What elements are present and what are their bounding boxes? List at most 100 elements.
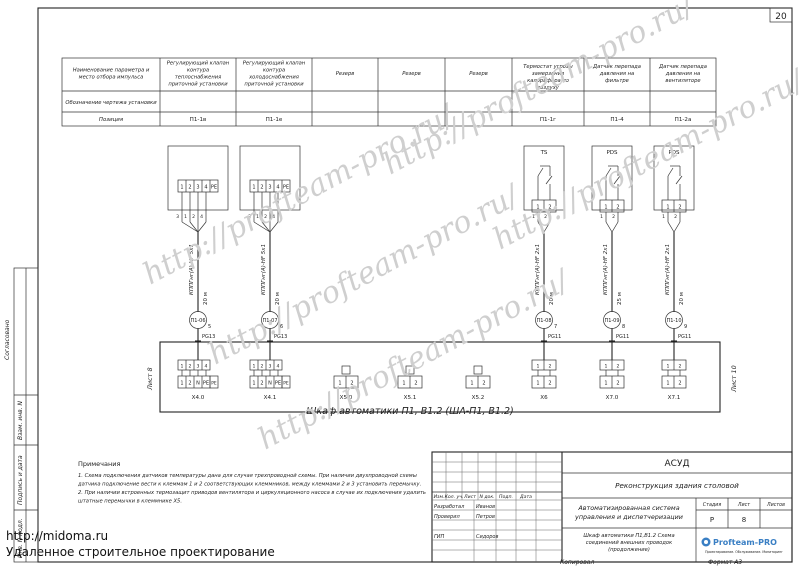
cable-type: КППГнг(А)-HF 2x1 bbox=[535, 244, 541, 295]
header-column-title: приточной установки bbox=[168, 82, 228, 88]
cabinet-terminal-label: N bbox=[268, 381, 272, 387]
device-terminal-number: 1 bbox=[666, 205, 669, 211]
wire-converge bbox=[197, 221, 207, 233]
title-code: АСУД bbox=[665, 459, 690, 469]
device-terminal-number: 1 bbox=[536, 205, 539, 211]
strip-replace-inv: Взам. инв. N bbox=[17, 401, 24, 440]
wire-converge bbox=[537, 221, 545, 233]
device-terminal-number: 1 bbox=[604, 205, 607, 211]
header-column-title: Резерв bbox=[336, 71, 355, 77]
cabinet-right-ref: Лист 10 bbox=[730, 365, 738, 393]
header-position-value: П1-1г bbox=[540, 117, 556, 123]
title-sheet: 8 bbox=[742, 516, 746, 524]
cabinet-entry-label: 2 bbox=[189, 364, 192, 370]
header-column-title: Датчик перепада bbox=[592, 64, 641, 70]
cabinet-terminal-label: 1 bbox=[338, 381, 341, 387]
title-stage-label: Стадия bbox=[703, 502, 722, 508]
device-terminal-number: 2 bbox=[616, 205, 619, 211]
cabinet-terminal-label: 1 bbox=[180, 381, 183, 387]
cable-tag: П1-10 bbox=[666, 318, 681, 324]
title-sheets-label: Листов bbox=[766, 502, 785, 508]
cabinet-terminal-name: X5.2 bbox=[472, 395, 485, 401]
cabinet-entry-label: 4 bbox=[205, 364, 208, 370]
pe-terminal bbox=[209, 375, 219, 389]
wire-converge bbox=[253, 221, 271, 233]
left-approval-strip: Согласовано Взам. инв. N Подпись и дата … bbox=[4, 267, 39, 563]
device-terminal-number: 3 bbox=[196, 185, 199, 191]
cable-type: КППГнг(А)-HF 2x1 bbox=[603, 244, 609, 295]
cable-number: 9 bbox=[684, 324, 687, 330]
sheet-number-box bbox=[769, 7, 793, 23]
cabinet-terminal-label: PE bbox=[283, 381, 289, 387]
cable-type: КППГнг(А)-HF 2x1 bbox=[665, 244, 671, 295]
strip-inv-number: Инв. N подл. bbox=[17, 518, 24, 558]
title-col-header: N док. bbox=[479, 494, 494, 500]
title-project: Реконструкция здания столовой bbox=[615, 481, 739, 490]
cabinet-terminal-name: X4.0 bbox=[192, 395, 205, 401]
title-sheet-label: Лист bbox=[737, 502, 750, 508]
notes-title: Примечания bbox=[78, 460, 120, 468]
cabinet-terminal-label: PE bbox=[211, 381, 217, 387]
device-terminal-number: 4 bbox=[276, 185, 279, 191]
cabinet-entry-label: 1 bbox=[537, 364, 540, 370]
header-column-title: место отбора импульса bbox=[79, 75, 144, 81]
header-column-title: контура bbox=[263, 68, 285, 74]
cabinet-terminal-label: 1 bbox=[470, 381, 473, 387]
footer-slogan: Удаленное строительное проектирование bbox=[6, 545, 275, 559]
title-role: Проверил bbox=[434, 514, 460, 520]
note-line: 2. При наличии встроенных термозащит при… bbox=[78, 490, 426, 496]
device-terminal-number: 4 bbox=[204, 185, 207, 191]
cabinet-terminal-label: 1 bbox=[252, 381, 255, 387]
header-column-title: воздуху bbox=[537, 85, 560, 91]
cabinet-title: Шкаф автоматики П1, В1.2 (ША-П1, В1.2) bbox=[306, 406, 513, 417]
control-cabinet: Лист 8 Лист 10 Шкаф автоматики П1, В1.2 … bbox=[146, 341, 738, 417]
header-column-title: Регулирующий клапан bbox=[167, 61, 230, 67]
device-terminal-number: 1 bbox=[180, 185, 183, 191]
cabinet-terminal-label: 2 bbox=[482, 381, 485, 387]
header-position-value: П1-1е bbox=[266, 117, 283, 123]
header-drawing-label: Обозначение чертежа установки bbox=[65, 100, 157, 106]
header-column-title: калорифера по bbox=[527, 78, 569, 84]
cable-type: КППГнг(А)-HF 5x1 bbox=[189, 244, 195, 295]
cabinet-terminal-label: N bbox=[196, 381, 200, 387]
header-table-frame bbox=[61, 57, 717, 127]
spare-terminal bbox=[473, 365, 483, 375]
wire-number: 3 bbox=[176, 214, 179, 220]
wire-number: 2 bbox=[544, 214, 547, 220]
company-name: Profteam-PRO bbox=[713, 538, 777, 547]
header-position-value: П1-2а bbox=[675, 117, 692, 123]
header-position-value: П1-4 bbox=[610, 117, 624, 123]
gland-type: PG11 bbox=[548, 334, 561, 340]
gland-type: PG13 bbox=[274, 334, 287, 340]
strip-agreed: Согласовано bbox=[4, 319, 11, 360]
gland-type: PG13 bbox=[202, 334, 215, 340]
cabinet-terminal-name: X7.1 bbox=[668, 395, 681, 401]
cabinet-terminal-label: PE bbox=[275, 381, 281, 387]
gland-type: PG11 bbox=[616, 334, 629, 340]
cabinet-terminal-name: X6 bbox=[540, 395, 548, 401]
cable-length: 20 м bbox=[275, 292, 281, 305]
contact-blade bbox=[675, 175, 683, 185]
cable-number: 6 bbox=[280, 324, 283, 330]
wire-converge bbox=[189, 221, 199, 233]
contact-blade bbox=[667, 167, 674, 177]
cabinet-entry-label: 3 bbox=[269, 364, 272, 370]
wire-number: 1 bbox=[662, 214, 665, 220]
contact-blade bbox=[545, 175, 553, 185]
logo-mark-core bbox=[704, 540, 708, 544]
footer-site[interactable]: http://midoma.ru bbox=[6, 529, 109, 543]
title-col-header: Дата bbox=[519, 494, 532, 500]
header-column-title: Термостат угрозы bbox=[523, 64, 573, 70]
header-column-title: контура bbox=[187, 68, 209, 74]
header-column-title: давления на bbox=[665, 71, 700, 77]
gland-type: PG11 bbox=[678, 334, 691, 340]
header-column-title: вентиляторе bbox=[665, 78, 700, 84]
title-person: Иванов bbox=[476, 504, 495, 510]
